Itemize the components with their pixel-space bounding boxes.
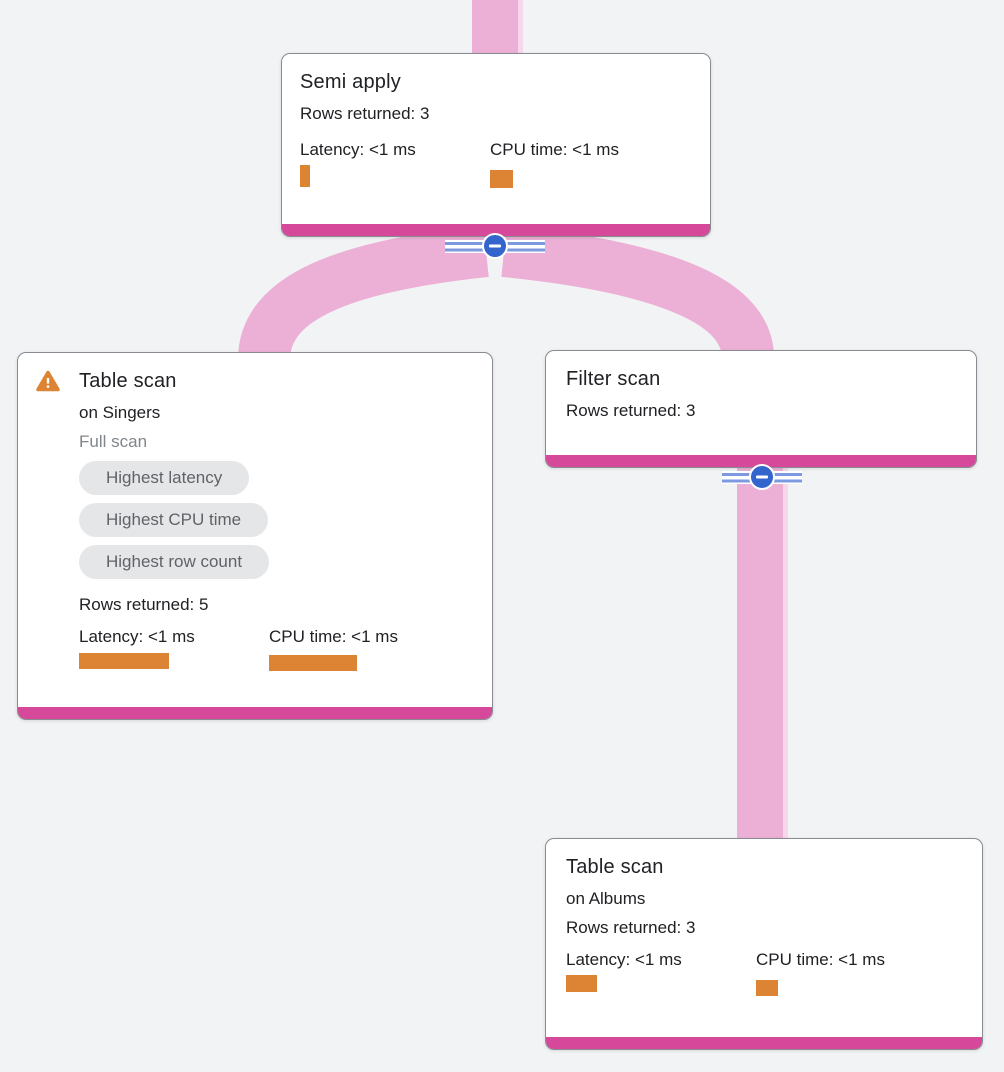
cpu-time-bar — [756, 980, 778, 996]
node-subtitle: on Albums — [566, 889, 646, 908]
latency-label: Latency: <1 ms — [79, 627, 195, 646]
plan-node-table-scan-singers[interactable]: Table scan on Singers Full scan Highest … — [17, 352, 493, 720]
latency-metric: Latency: <1 ms — [300, 140, 490, 188]
latency-label: Latency: <1 ms — [300, 140, 416, 159]
node-accent-bar — [282, 224, 710, 236]
latency-bar — [300, 165, 310, 187]
node-subtitle: on Singers — [79, 403, 161, 422]
plan-node-semi-apply[interactable]: Semi apply Rows returned: 3 Latency: <1 … — [281, 53, 711, 237]
cpu-time-bar — [490, 170, 513, 188]
plan-node-table-scan-albums[interactable]: Table scan on Albums Rows returned: 3 La… — [545, 838, 983, 1050]
latency-metric: Latency: <1 ms — [566, 950, 756, 996]
cpu-time-label: CPU time: <1 ms — [756, 950, 885, 969]
node-title: Semi apply — [300, 71, 401, 93]
minus-glyph — [756, 475, 768, 479]
metrics-row: Latency: <1 ms CPU time: <1 ms — [300, 140, 694, 188]
cpu-metric: CPU time: <1 ms — [269, 627, 459, 671]
metrics-row: Latency: <1 ms CPU time: <1 ms — [566, 950, 966, 996]
latency-bar — [79, 653, 169, 669]
badge-highest-cpu-time: Highest CPU time — [79, 503, 269, 537]
latency-metric: Latency: <1 ms — [79, 627, 269, 671]
badge-highest-latency: Highest latency — [79, 461, 250, 495]
node-accent-bar — [546, 455, 976, 467]
warning-icon — [36, 370, 60, 392]
rows-returned: Rows returned: 3 — [566, 918, 696, 937]
metrics-row: Latency: <1 ms CPU time: <1 ms — [79, 627, 476, 671]
collapse-control-semi-apply — [445, 233, 545, 259]
scan-type: Full scan — [79, 432, 148, 451]
plan-node-filter-scan[interactable]: Filter scan Rows returned: 3 — [545, 350, 977, 468]
cpu-metric: CPU time: <1 ms — [490, 140, 680, 188]
node-title: Filter scan — [566, 368, 661, 390]
latency-bar — [566, 975, 597, 992]
node-accent-bar — [18, 707, 492, 719]
badge-list: Highest latency Highest CPU time Highest… — [79, 461, 476, 587]
cpu-time-label: CPU time: <1 ms — [490, 140, 619, 159]
cpu-time-label: CPU time: <1 ms — [269, 627, 398, 646]
collapse-minus-icon[interactable] — [482, 233, 508, 259]
cpu-metric: CPU time: <1 ms — [756, 950, 946, 996]
badge-highest-row-count: Highest row count — [79, 545, 270, 579]
node-title: Table scan — [79, 370, 177, 392]
collapse-control-filter-scan — [722, 464, 802, 490]
rows-returned: Rows returned: 5 — [79, 595, 209, 614]
cpu-time-bar — [269, 655, 357, 671]
rows-returned: Rows returned: 3 — [566, 401, 696, 420]
minus-glyph — [489, 244, 501, 248]
latency-label: Latency: <1 ms — [566, 950, 682, 969]
rows-returned: Rows returned: 3 — [300, 104, 430, 123]
collapse-minus-icon[interactable] — [749, 464, 775, 490]
node-title: Table scan — [566, 856, 664, 878]
node-accent-bar — [546, 1037, 982, 1049]
